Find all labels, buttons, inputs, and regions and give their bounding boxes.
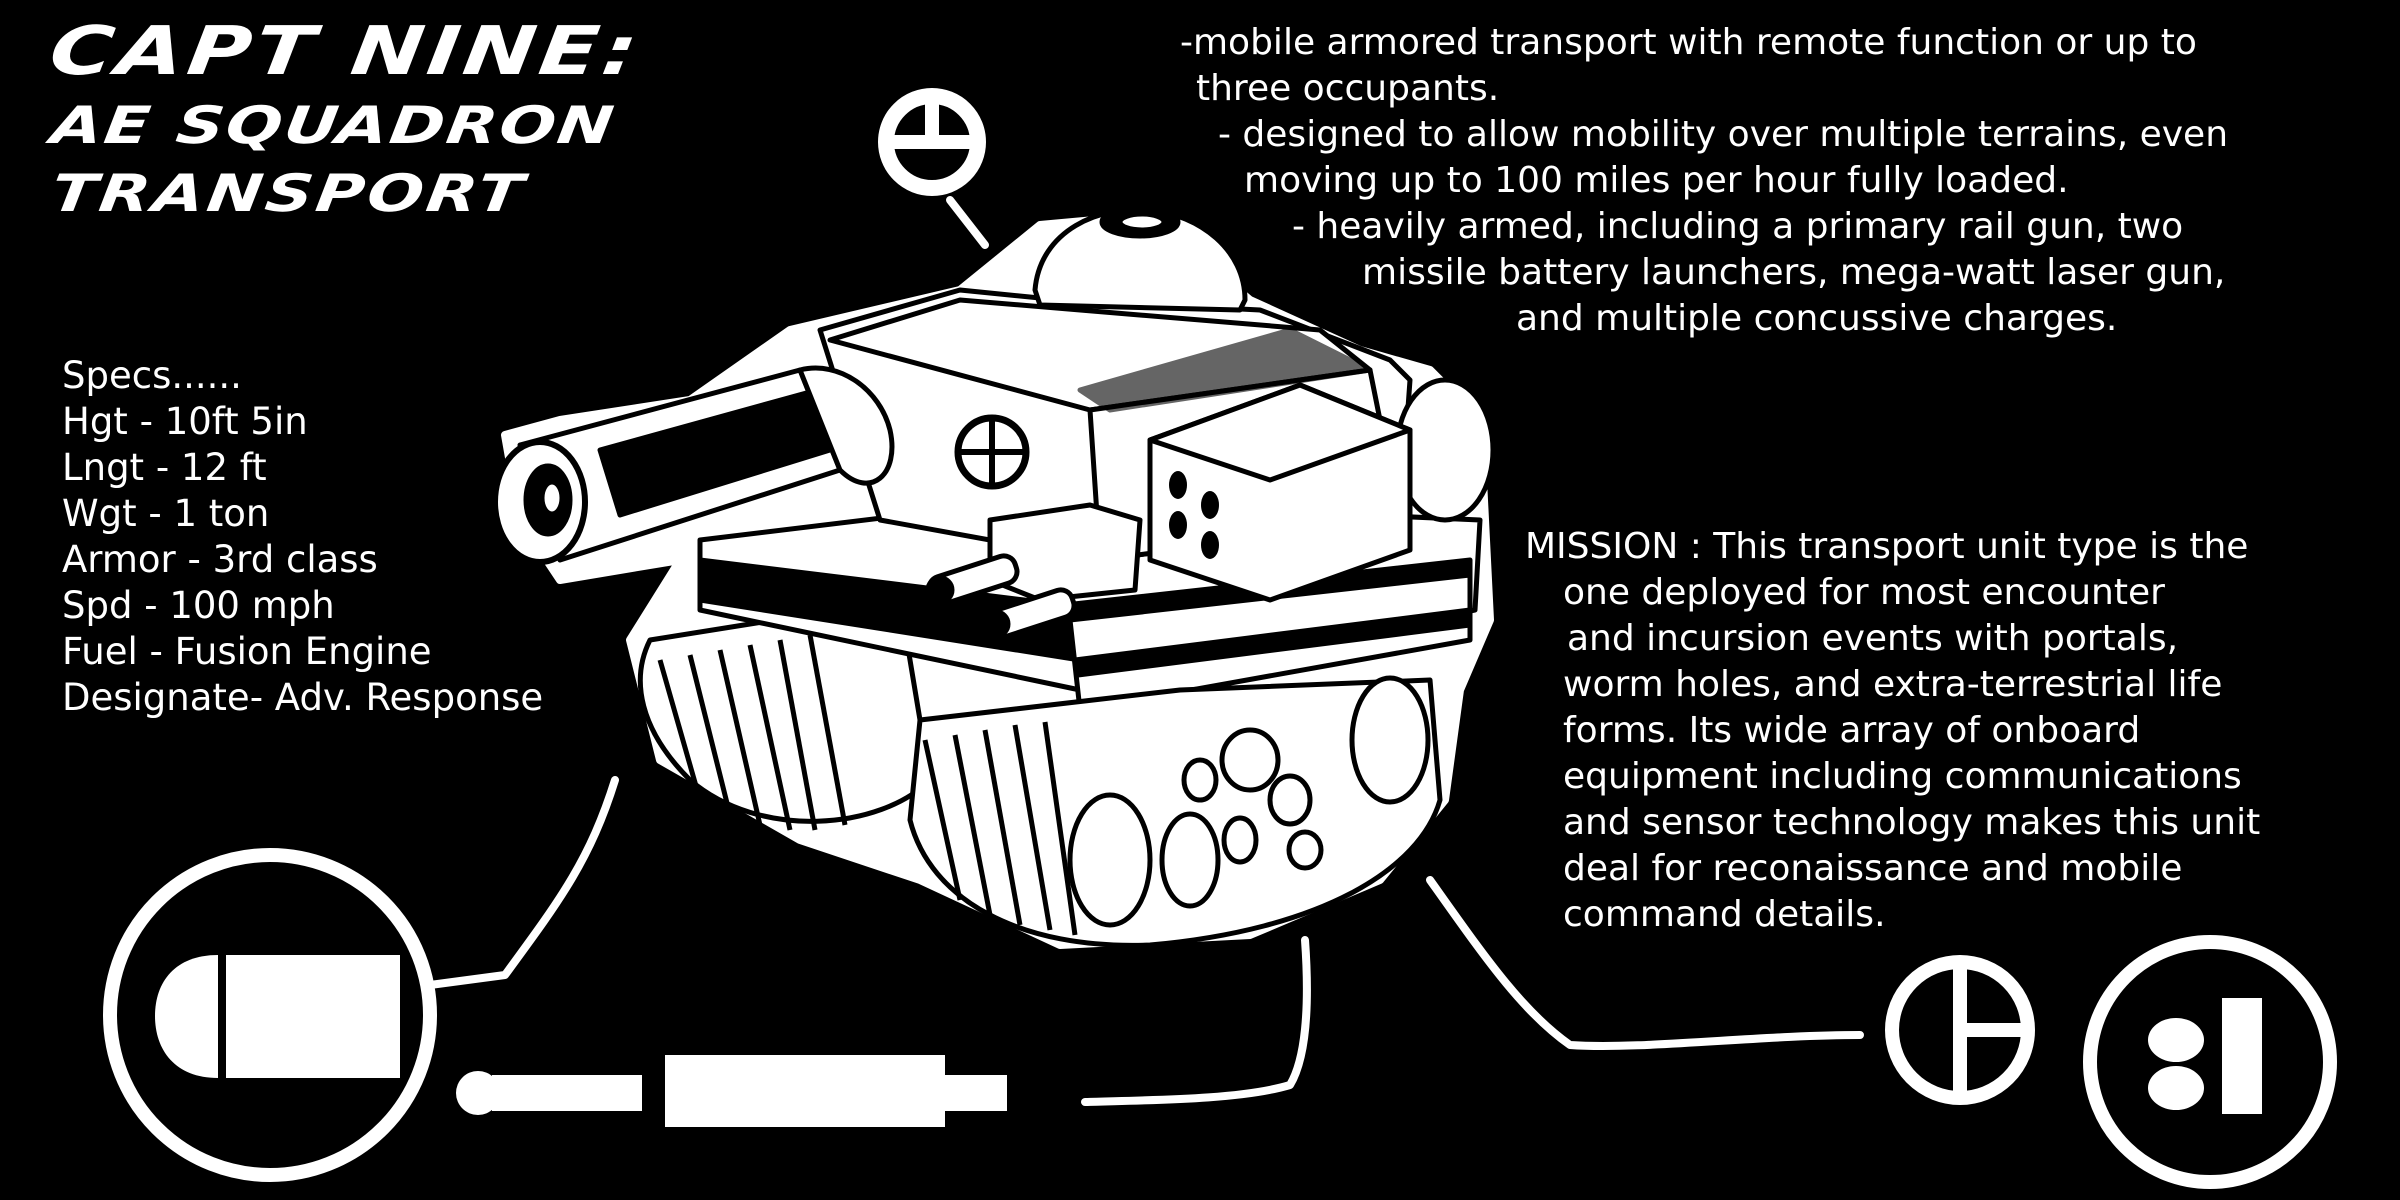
spec-speed: Spd - 100 mph — [62, 584, 335, 627]
title-line-2: AE SQUADRON — [47, 95, 620, 156]
mission-line: command details. — [1563, 894, 1886, 935]
spec-weight: Wgt - 1 ton — [62, 492, 270, 535]
spec-fuel: Fuel - Fusion Engine — [62, 630, 432, 673]
connector-line-crosshair — [946, 196, 989, 249]
tank-illustration — [492, 205, 1496, 949]
spec-length: Lngt - 12 ft — [62, 446, 267, 489]
description-line: moving up to 100 miles per hour fully lo… — [1244, 160, 2069, 201]
spec-armor: Armor - 3rd class — [62, 538, 378, 581]
mission-line: deal for reconaissance and mobile — [1563, 848, 2183, 889]
description-line: - heavily armed, including a primary rai… — [1292, 206, 2184, 247]
split-circle-icon — [1885, 955, 2035, 1105]
connector-line-bullet — [426, 776, 619, 989]
description-line: - designed to allow mobility over multip… — [1218, 114, 2229, 155]
spec-height: Hgt - 10ft 5in — [62, 400, 308, 443]
connector-line-missile — [1081, 936, 1311, 1106]
mission-line: worm holes, and extra-terrestrial life — [1563, 664, 2223, 705]
description-line: -mobile armored transport with remote fu… — [1180, 22, 2197, 63]
title-line-3: TRANSPORT — [47, 163, 530, 224]
crosshair-icon — [878, 88, 986, 196]
description-line: missile battery launchers, mega-watt las… — [1362, 252, 2226, 293]
title-line-1: CAPT NINE: — [45, 12, 647, 91]
mission-line: MISSION : This transport unit type is th… — [1525, 526, 2249, 567]
spec-designate: Designate- Adv. Response — [62, 676, 544, 719]
specs-list: Specs...... Hgt - 10ft 5in Lngt - 12 ft … — [62, 353, 602, 721]
description-line: three occupants. — [1196, 68, 1500, 109]
specs-heading: Specs...... — [62, 354, 242, 397]
bullet-icon — [103, 848, 437, 1182]
mission-line: forms. Its wide array of onboard — [1563, 710, 2141, 751]
mission-line: one deployed for most encounter — [1563, 572, 2165, 613]
dots-bar-icon — [2083, 935, 2337, 1189]
mission-line: and sensor technology makes this unit — [1563, 802, 2261, 843]
mission-line: and incursion events with portals, — [1567, 618, 2179, 659]
title-block: CAPT NINE: AE SQUADRON TRANSPORT — [45, 13, 735, 234]
mission-line: equipment including communications — [1563, 756, 2242, 797]
description-line: and multiple concussive charges. — [1516, 298, 2118, 339]
missile-icon — [456, 1055, 1007, 1127]
